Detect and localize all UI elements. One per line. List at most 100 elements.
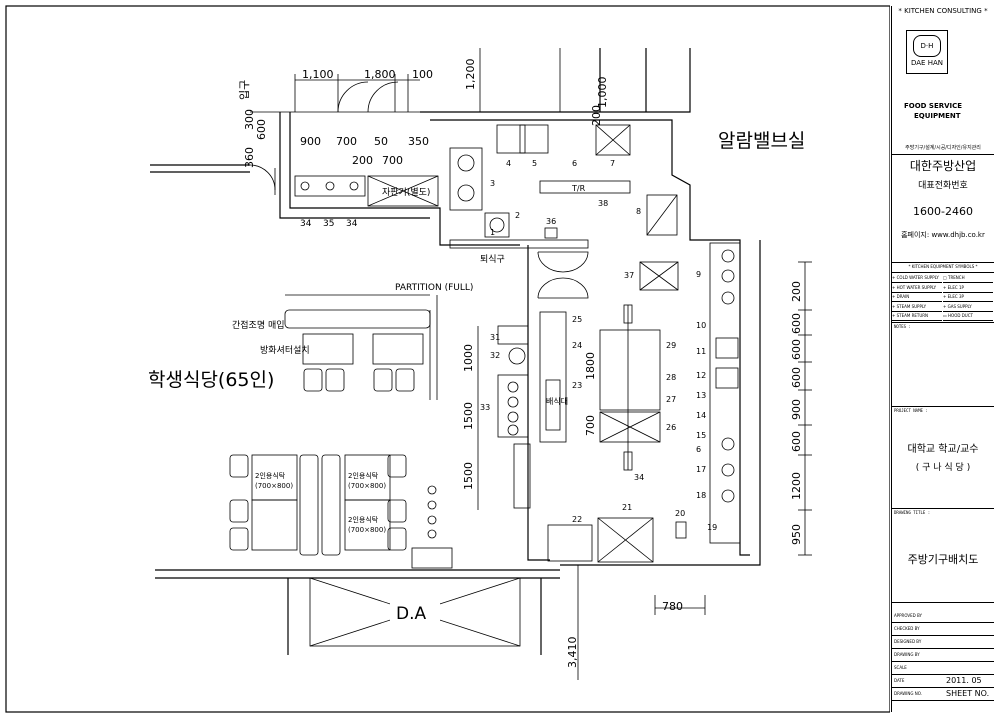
svg-text:12: 12	[696, 371, 706, 380]
dining-tables-upper	[302, 333, 424, 392]
legend-item: + COLD WATER SUPPLY	[892, 273, 942, 283]
dim-label: 1800	[584, 352, 597, 380]
svg-text:25: 25	[572, 315, 582, 324]
legend-item: + STEAM RETURN	[892, 311, 942, 321]
svg-text:24: 24	[572, 341, 582, 350]
legend-item: ▭ HOOD DUCT	[943, 311, 993, 321]
svg-text:2인용식탁: 2인용식탁	[348, 471, 379, 480]
signoff-row: SCALE	[892, 662, 994, 675]
svg-text:22: 22	[572, 515, 582, 524]
signoff-row-label: DRAWING BY	[894, 652, 920, 657]
svg-text:34: 34	[634, 473, 644, 482]
svg-text:17: 17	[696, 465, 706, 474]
phone-label: 대표전화번호	[918, 181, 968, 191]
signoff-row-label: DRAWING NO.	[894, 691, 922, 696]
equip-37: 36	[546, 217, 556, 226]
dim-label: 1,000	[596, 77, 609, 109]
svg-text:15: 15	[696, 431, 706, 440]
signoff-row-label: SCALE	[894, 665, 907, 670]
legend-item: + GAS SUPPLY	[943, 302, 993, 312]
equip-35: 35	[323, 219, 334, 229]
shutter-note: 방화셔터설치	[260, 344, 310, 356]
equip-34: 34	[300, 219, 312, 229]
central-island	[539, 304, 661, 471]
equip-3: 3	[490, 179, 495, 188]
title-block: * KITCHEN CONSULTING * D·H DAE HAN FOOD …	[891, 6, 994, 712]
dim-label: 1,100	[302, 68, 334, 81]
homepage: 홈페이지: www.dhjb.co.kr	[901, 231, 985, 239]
dim-label: 350	[408, 135, 429, 148]
project-subtitle: ( 구 나 식 당 )	[915, 463, 971, 473]
project-name: 대학교 학교/교수	[907, 444, 979, 455]
svg-text:27: 27	[666, 395, 676, 404]
tr-label: T/R	[571, 184, 586, 193]
dim-label: 200	[352, 154, 373, 167]
signoff-row: CHECKED BY	[892, 623, 994, 636]
signoff-row-label: DESIGNED BY	[894, 639, 922, 644]
dim-label: 700	[336, 135, 357, 148]
sheet-border	[5, 5, 890, 713]
signoff-row-label: DATE	[894, 678, 905, 683]
drawing-label: DRAWING TITLE :	[894, 510, 931, 515]
svg-text:20: 20	[675, 509, 685, 518]
svg-text:10: 10	[696, 321, 706, 330]
svg-text:2인용식탁: 2인용식탁	[348, 515, 379, 524]
right-equipment-line	[639, 242, 741, 544]
drawing-title: 주방기구배치도	[907, 553, 979, 566]
svg-text:600: 600	[790, 431, 803, 452]
svg-text:600: 600	[790, 339, 803, 360]
right-dimension-lines	[798, 261, 812, 556]
logo-text: DAE HAN	[911, 59, 943, 67]
svg-text:33: 33	[480, 403, 490, 412]
right-dim-labels: 200 600 600 600 900 600 1200 950	[790, 281, 803, 545]
svg-text:11: 11	[696, 347, 706, 356]
brand-line-2: EQUIPMENT	[914, 112, 961, 120]
dim-label: 50	[374, 135, 388, 148]
legend-title: * KITCHEN EQUIPMENT SYMBOLS *	[908, 264, 978, 269]
serving-line	[477, 325, 531, 510]
dining-tables-lower	[229, 454, 453, 569]
svg-text:200: 200	[790, 281, 803, 302]
svg-text:21: 21	[622, 503, 632, 512]
svg-text:23: 23	[572, 381, 582, 390]
svg-text:14: 14	[696, 411, 706, 420]
signoff-row: DRAWING NO.SHEET NO.	[892, 688, 994, 701]
dim-label: 700	[382, 154, 403, 167]
dim-label: 1500	[462, 402, 475, 430]
services-line: 주방기구/설계/시공/디자인/유지관리	[905, 145, 981, 151]
kitchen-floor-plan: 1,100 1,800 100 1,200 1,000 입구 300 600 3…	[5, 5, 890, 713]
signoff-row-label: CHECKED BY	[894, 626, 920, 631]
equipment-numbers-right: 9 10 11 12 13 14 15 6 17 18 19 37	[624, 270, 717, 532]
legend-item: + HOT WATER SUPPLY	[892, 283, 942, 293]
bottom-numbers: 21 20 22	[572, 503, 685, 524]
equip-2: 2	[515, 211, 520, 220]
dim-label: 1000	[462, 344, 475, 372]
lighting-note: 간접조명 매입	[232, 319, 285, 331]
phone-number: 1600-2460	[913, 205, 973, 218]
table-labels: 2인용식탁 (700×800) 2인용식탁 (700×800) 2인용식탁 (7…	[255, 471, 386, 534]
return-counter	[449, 239, 589, 299]
symbol-legend: + COLD WATER SUPPLY□ TRENCH+ HOT WATER S…	[892, 273, 994, 321]
serving-numbers: 31 32 33	[480, 333, 500, 412]
bottom-equipment	[547, 517, 687, 563]
dim-label: 200	[590, 105, 603, 126]
equip-6: 6	[572, 159, 577, 168]
bottom-dimension-lines	[577, 565, 706, 680]
dim-label: 600	[255, 119, 268, 140]
notes-label: NOTES :	[894, 324, 911, 329]
dim-label: 1500	[462, 462, 475, 490]
dim-label: 1,200	[464, 59, 477, 91]
cooking-equipment	[449, 124, 678, 239]
dim-label: 100	[412, 68, 433, 81]
company-name: 대한주방산업	[909, 159, 977, 173]
exit-window-label: 퇴식구	[480, 254, 505, 265]
company-logo: D·H DAE HAN	[906, 30, 948, 74]
vending-area	[294, 175, 439, 207]
tb-header: * KITCHEN CONSULTING *	[898, 7, 988, 15]
equip-1: 1	[490, 228, 495, 237]
dim-label: 1,800	[364, 68, 396, 81]
svg-text:28: 28	[666, 373, 676, 382]
legend-item: + DRAIN	[892, 292, 942, 302]
svg-text:29: 29	[666, 341, 676, 350]
walls	[150, 48, 761, 655]
